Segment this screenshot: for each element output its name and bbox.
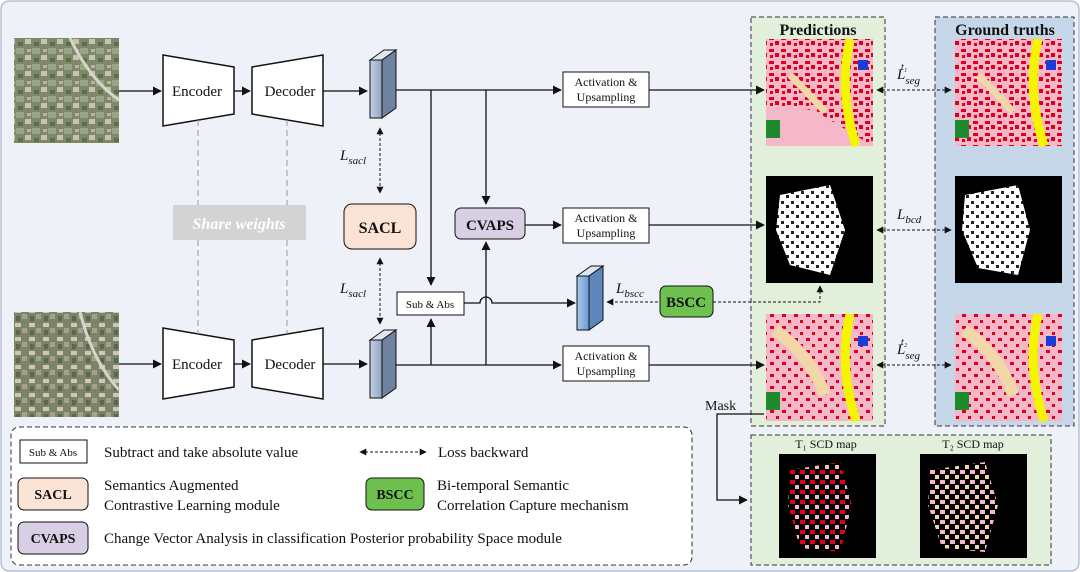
activation-upsampling-top <box>562 71 650 108</box>
activation-bottom-line1: Activation & <box>575 349 639 363</box>
share-weights-box <box>173 205 306 240</box>
scd-map-t2 <box>920 454 1027 558</box>
input-image-t2-road <box>78 311 121 392</box>
loss-sacl-bottom: Lsacl <box>339 281 366 300</box>
loss-arrow-bscc-bcd <box>713 285 824 303</box>
encoder-top-label: Encoder <box>172 84 222 100</box>
ground-truths-title: Ground truths <box>955 22 1055 39</box>
loss-seg-t2: Lsegt₂ <box>896 337 921 362</box>
legend-sub-abs-key <box>19 439 88 464</box>
activation-middle-line2: Upsampling <box>577 226 636 240</box>
arrow-subabs-bscc-feature <box>464 296 576 308</box>
ground-truth-seg-t1 <box>955 37 1062 148</box>
ground-truth-bcd <box>955 176 1062 283</box>
legend-cvaps-desc: Change Vector Analysis in classification… <box>104 531 562 547</box>
legend-sacl-desc-2: Contrastive Learning module <box>104 498 280 514</box>
bscc-label: BSCC <box>666 295 706 311</box>
t2-scd-map-label: T₂ SCD map <box>942 437 1004 451</box>
legend-sacl-key-label: SACL <box>34 488 71 503</box>
encoder-bottom-label: Encoder <box>172 357 222 373</box>
decoder-top-label: Decoder <box>265 84 316 100</box>
legend-cvaps-key-label: CVAPS <box>31 532 76 547</box>
predictions-title: Predictions <box>779 22 856 39</box>
input-image-t1 <box>14 38 119 143</box>
feature-map-top <box>368 49 398 119</box>
legend-bscc-desc-2: Correlation Capture mechanism <box>437 498 629 514</box>
arrow-mask-scd <box>716 413 764 505</box>
legend-panel <box>10 426 693 566</box>
legend-loss-desc: Loss backward <box>438 445 529 461</box>
prediction-seg-t2 <box>766 312 873 423</box>
sub-abs-label: Sub & Abs <box>406 299 454 311</box>
t1-scd-map-label: T₁ SCD map <box>795 437 857 451</box>
activation-bottom-line2: Upsampling <box>577 364 636 378</box>
sacl-label: SACL <box>359 220 402 237</box>
activation-upsampling-middle <box>562 207 650 244</box>
decoder-top <box>251 54 324 127</box>
activation-upsampling-bottom <box>562 345 650 382</box>
loss-bcd: Lbcd <box>896 207 922 226</box>
scd-map-t1 <box>779 454 876 558</box>
input-image-t1-road <box>68 37 120 102</box>
legend-sacl-key <box>17 477 89 511</box>
loss-sacl-top: Lsacl <box>339 148 366 167</box>
activation-top-line1: Activation & <box>575 75 639 89</box>
activation-middle-line1: Activation & <box>575 211 639 225</box>
legend-cvaps-key <box>17 521 89 555</box>
prediction-seg-t1 <box>766 37 873 148</box>
cvaps-module <box>454 207 526 240</box>
legend-bscc-key <box>365 477 425 511</box>
legend-bscc-desc-1: Bi-temporal Semantic <box>437 478 569 494</box>
feature-map-bottom <box>368 329 398 399</box>
activation-top-line2: Upsampling <box>577 90 636 104</box>
legend-sub-abs-key-label: Sub & Abs <box>29 447 77 459</box>
decoder-bottom-label: Decoder <box>265 357 316 373</box>
prediction-bcd <box>766 176 873 283</box>
decoder-bottom <box>251 327 324 400</box>
input-image-t2 <box>14 312 119 417</box>
cvaps-label: CVAPS <box>466 218 514 234</box>
ground-truth-seg-t2 <box>955 312 1062 423</box>
legend-bscc-key-label: BSCC <box>376 488 413 503</box>
encoder-bottom <box>162 327 235 400</box>
mask-label: Mask <box>705 399 736 414</box>
loss-seg-t1: Lsegt₁ <box>896 62 921 87</box>
loss-bscc: Lbscc <box>615 281 644 300</box>
share-weights-label: Share weights <box>193 216 286 233</box>
sacl-module <box>343 203 417 250</box>
encoder-top <box>162 54 235 127</box>
feature-map-bscc <box>575 265 605 331</box>
legend-sacl-desc-1: Semantics Augmented <box>104 478 239 494</box>
legend-sub-abs-desc: Subtract and take absolute value <box>104 445 298 461</box>
